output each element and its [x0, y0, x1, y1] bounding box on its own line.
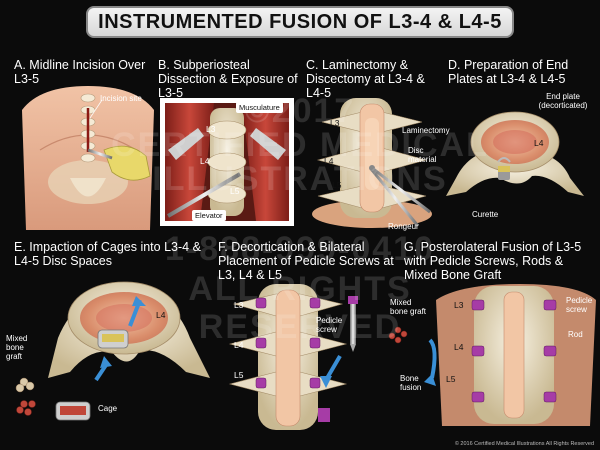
level-l5: L5 [332, 180, 342, 190]
copyright-notice: © 2016 Certified Medical Illustrations A… [454, 441, 594, 447]
label-end-plate: End plate (decorticated) [538, 92, 588, 110]
label-disc-material: Disc material [408, 146, 437, 164]
level-l4: L4 [324, 156, 334, 166]
panel-b-title: B. Subperiosteal Dissection & Exposure o… [158, 58, 298, 100]
panel-e-title: E. Impaction of Cages into L3-4 & L4-5 D… [14, 240, 201, 268]
label-rongeur: Rongeur [388, 222, 419, 231]
panel-g-title: G. Posterolateral Fusion of L3-5 with Pe… [404, 240, 582, 282]
label-elevator: Elevator [192, 210, 226, 221]
panel-a-title: A. Midline Incision Over L3-5 [14, 58, 146, 86]
panel-d-title: D. Preparation of End Plates at L3-4 & L… [448, 58, 569, 86]
level-l5: L5 [446, 374, 456, 384]
panel-c-art [312, 98, 432, 228]
level-l3: L3 [454, 300, 464, 310]
level-l4: L4 [534, 138, 544, 148]
level-l4: L4 [234, 340, 244, 350]
panel-f-art [228, 284, 358, 430]
label-musculature: Musculature [236, 102, 283, 113]
level-l4: L4 [454, 342, 464, 352]
label-pedicle-screw: Pedicle screw [316, 316, 343, 334]
label-mixed-bone-graft: Mixed bone graft [390, 298, 427, 316]
panel-b-art [160, 98, 294, 226]
panel-a-art [22, 86, 154, 230]
level-l4: L4 [156, 310, 166, 320]
level-l3: L3 [206, 124, 216, 134]
level-l3: L3 [330, 118, 340, 128]
panel-g-art [388, 284, 596, 426]
panel-f-title: F. Decortication & Bilateral Placement o… [218, 240, 394, 282]
label-rod: Rod [568, 330, 583, 339]
level-l3: L3 [234, 300, 244, 310]
level-l5: L5 [230, 186, 240, 196]
label-mixed-bone-graft: Mixed bone graft [6, 334, 28, 361]
level-l4: L4 [200, 156, 210, 166]
label-incision-site: Incision site [100, 94, 142, 103]
label-laminectomy: Laminectomy [402, 126, 450, 135]
level-l5: L5 [234, 370, 244, 380]
page-title: INSTRUMENTED FUSION OF L3-4 & L4-5 [98, 10, 502, 33]
label-pedicle-screw: Pedicle screw [566, 296, 593, 314]
label-curette: Curette [472, 210, 499, 219]
label-bone-fusion: Bone fusion [400, 374, 422, 392]
label-cage: Cage [98, 404, 118, 413]
panel-d-art [446, 111, 584, 214]
panel-c-title: C. Laminectomy & Discectomy at L3-4 & L4… [306, 58, 425, 100]
panel-e-art [15, 281, 210, 421]
page-title-banner: INSTRUMENTED FUSION OF L3-4 & L4-5 [86, 6, 514, 38]
